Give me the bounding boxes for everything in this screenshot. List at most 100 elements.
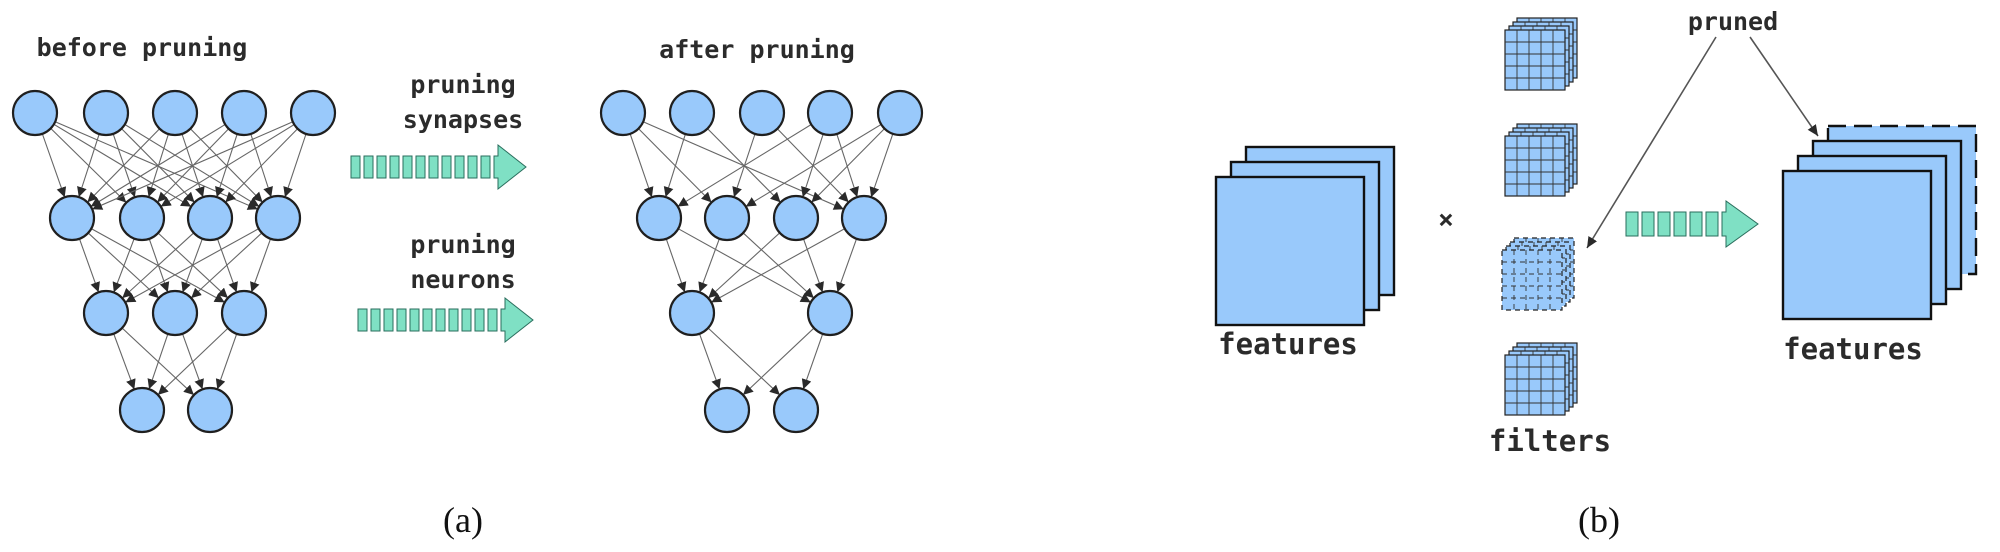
neuron xyxy=(220,289,268,337)
synapse-edge xyxy=(663,133,686,198)
synapse-edge xyxy=(745,123,882,207)
arrow-segment xyxy=(461,308,472,332)
arrow-segment xyxy=(415,155,426,179)
synapse-edge xyxy=(147,333,169,390)
arrow-segment xyxy=(428,155,439,179)
pruning-synapses-label-line1: pruning xyxy=(410,70,515,99)
synapse-edge xyxy=(215,133,238,198)
synapse-edge xyxy=(53,123,192,207)
arrow-segment xyxy=(487,308,498,332)
neuron xyxy=(289,89,337,137)
panel-a: before pruning after pruning pruning syn… xyxy=(11,33,924,540)
pruned-pointer-to-feature xyxy=(1749,36,1819,137)
arrow-segment xyxy=(409,308,420,332)
synapse-edge xyxy=(836,133,859,198)
arrow-segment xyxy=(474,308,485,332)
neuron xyxy=(599,89,647,137)
synapse-edge xyxy=(250,133,273,198)
neuron xyxy=(668,289,716,337)
after-pruning-label: after pruning xyxy=(659,35,855,64)
neuron xyxy=(48,194,96,242)
filter-kernel xyxy=(1501,249,1563,311)
arrow-segment xyxy=(383,308,394,332)
neuron xyxy=(703,386,751,434)
synapse-edge xyxy=(225,128,298,203)
synapse-edge xyxy=(743,327,815,395)
arrow-segment xyxy=(363,155,374,179)
neuron xyxy=(876,89,924,137)
filter-stacks xyxy=(1501,17,1578,416)
synapse-edge xyxy=(87,128,160,203)
neuron xyxy=(11,89,59,137)
pruned-label: pruned xyxy=(1688,7,1778,36)
arrow-segment xyxy=(402,155,413,179)
neuron xyxy=(151,289,199,337)
synapse-edge xyxy=(638,128,712,203)
synapse-edge xyxy=(122,232,195,299)
synapse-edge xyxy=(250,238,272,293)
arrow-head xyxy=(500,296,534,344)
synapse-edge xyxy=(802,238,824,293)
synapse-edge xyxy=(112,238,135,293)
neuron xyxy=(772,386,820,434)
synapse-edge xyxy=(698,333,721,390)
synapse-edge xyxy=(811,128,885,203)
neuron xyxy=(738,89,786,137)
arrow-segment xyxy=(370,308,381,332)
pruning-synapses-label-line2: synapses xyxy=(403,105,523,134)
neuron xyxy=(772,194,820,242)
arrow-segment xyxy=(422,308,433,332)
arrow-head xyxy=(1721,200,1759,248)
synapse-edge xyxy=(41,133,67,198)
feature-map xyxy=(1214,175,1366,327)
neuron xyxy=(635,194,683,242)
panel-b: features × filters pruned features (b) xyxy=(1214,7,1978,540)
synapse-edge xyxy=(121,327,194,395)
arrow-segment xyxy=(1641,211,1655,237)
arrow-segment xyxy=(1657,211,1671,237)
arrow-segment xyxy=(1673,211,1687,237)
neuron xyxy=(220,89,268,137)
synapse-edge xyxy=(708,232,781,299)
arrow-segment xyxy=(1625,211,1639,237)
synapse-edge xyxy=(113,333,136,390)
arrow-segment xyxy=(441,155,452,179)
multiply-symbol: × xyxy=(1438,205,1454,235)
synapse-edge xyxy=(801,133,824,198)
synapse-edge xyxy=(629,133,654,198)
arrow-segment xyxy=(350,155,361,179)
pruned-pointer-to-filter xyxy=(1586,36,1717,249)
synapse-edge xyxy=(190,128,263,203)
conv-output-arrow xyxy=(1625,200,1759,248)
synapse-edge xyxy=(707,128,781,203)
arrow-segment xyxy=(435,308,446,332)
synapse-edge xyxy=(665,238,687,293)
features-input-label: features xyxy=(1218,327,1358,361)
input-feature-maps xyxy=(1214,145,1396,327)
neuron xyxy=(82,89,130,137)
neuron xyxy=(668,89,716,137)
neuron xyxy=(82,289,130,337)
output-feature-maps xyxy=(1781,124,1978,321)
arrow-segment xyxy=(454,155,465,179)
synapse-edge xyxy=(869,133,894,198)
arrow-segment xyxy=(1705,211,1719,237)
pruning-neurons-label-line2: neurons xyxy=(410,265,515,294)
neuron xyxy=(254,194,302,242)
network-after-pruning xyxy=(599,89,924,434)
synapse-edge xyxy=(87,232,159,299)
synapse-edge xyxy=(215,333,238,390)
filter-kernel xyxy=(1504,135,1566,197)
feature-map xyxy=(1781,169,1933,321)
features-output-label: features xyxy=(1783,332,1923,366)
network-before-pruning xyxy=(11,89,337,434)
synapse-edge xyxy=(78,238,100,293)
arrow-head xyxy=(493,143,527,191)
neuron xyxy=(806,289,854,337)
arrow-segment xyxy=(357,308,368,332)
neuron xyxy=(703,194,751,242)
filters-label: filters xyxy=(1489,424,1611,458)
arrow-segment xyxy=(467,155,478,179)
synapse-edge xyxy=(698,238,720,293)
